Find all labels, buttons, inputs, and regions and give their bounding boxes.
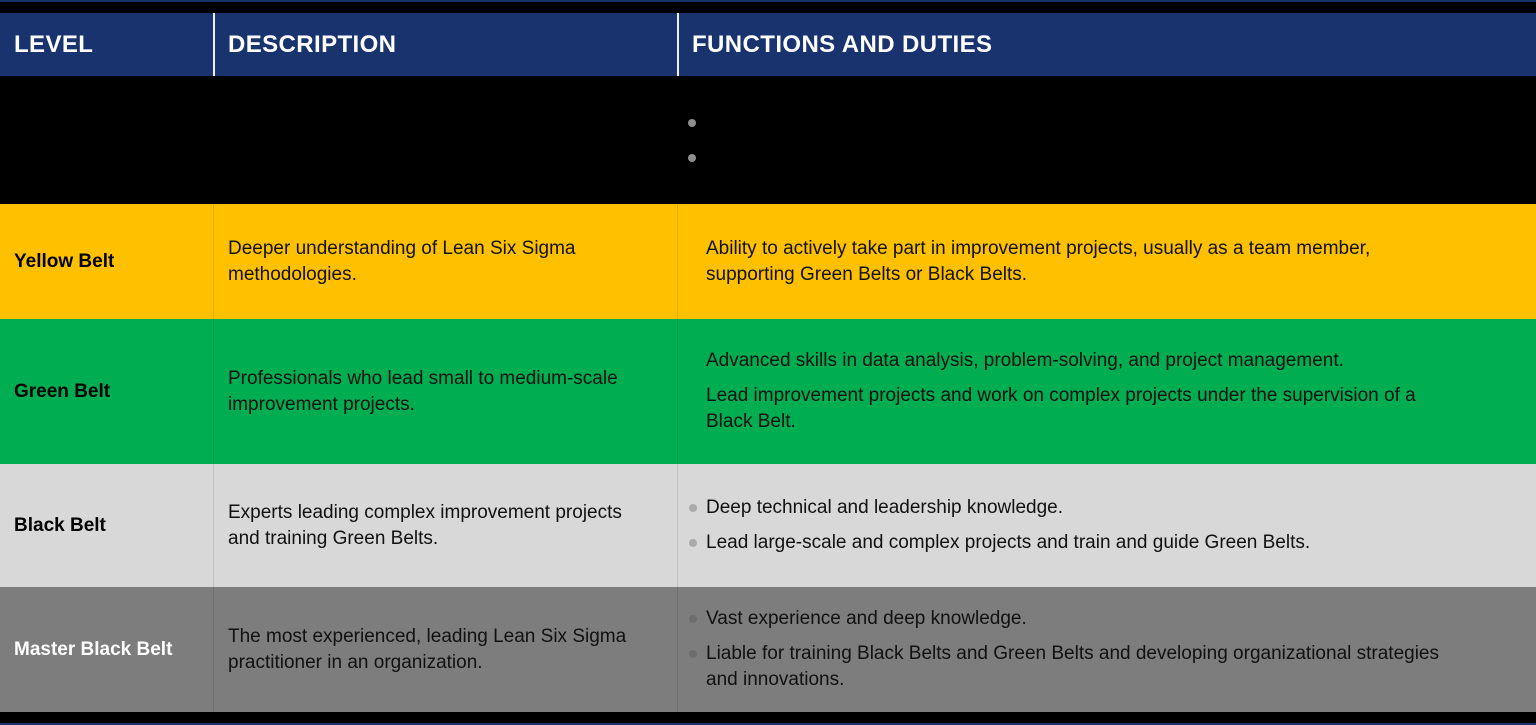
- bullet-icon: [688, 153, 696, 162]
- function-item: Lead large-scale and complex projects an…: [689, 530, 1502, 556]
- functions-cell: Vast experience and deep knowledge. Liabl…: [677, 587, 1536, 712]
- bullet-icon: [689, 504, 697, 512]
- description-cell: Deeper understanding of Lean Six Sigma m…: [213, 204, 677, 319]
- header-functions-and-duties: FUNCTIONS AND DUTIES: [677, 13, 1536, 76]
- level-label: Yellow Belt: [14, 250, 115, 272]
- level-cell: Master Black Belt: [0, 587, 213, 712]
- row-yellow-belt: Yellow Belt Deeper understanding of Lean …: [0, 204, 1536, 319]
- function-item: Lead improvement projects and work on co…: [706, 383, 1502, 435]
- level-cell: Black Belt: [0, 464, 213, 587]
- level-label: Black Belt: [14, 514, 106, 536]
- function-item: [688, 145, 1502, 171]
- description-text: Professionals who lead small to medium-s…: [228, 367, 618, 415]
- function-item: Vast experience and deep knowledge.: [689, 606, 1502, 632]
- header-level-label: LEVEL: [14, 30, 94, 58]
- header-description: DESCRIPTION: [213, 13, 677, 76]
- description-text: Experts leading complex improvement proj…: [228, 501, 622, 549]
- bullet-icon: [689, 650, 697, 658]
- description-text: Deeper understanding of Lean Six Sigma m…: [228, 237, 576, 285]
- table-header: LEVEL DESCRIPTION FUNCTIONS AND DUTIES: [0, 13, 1536, 76]
- bullet-icon: [689, 539, 697, 547]
- functions-cell: Deep technical and leadership knowledge.…: [677, 464, 1536, 587]
- function-text: Deep technical and leadership knowledge.: [706, 497, 1064, 518]
- description-cell: Experts leading complex improvement proj…: [213, 464, 677, 587]
- functions-cell: Ability to actively take part in improve…: [677, 204, 1536, 319]
- function-text: Liable for training Black Belts and Gree…: [706, 643, 1440, 690]
- row-master-black-belt: Master Black Belt The most experienced, l…: [0, 587, 1536, 712]
- functions-cell: [677, 76, 1536, 204]
- level-label: Master Black Belt: [14, 638, 173, 660]
- level-cell: Yellow Belt: [0, 204, 213, 319]
- function-item: Ability to actively take part in improve…: [706, 236, 1502, 288]
- function-text: Vast experience and deep knowledge.: [706, 608, 1027, 629]
- level-cell: Green Belt: [0, 319, 213, 464]
- function-item: [688, 110, 1502, 136]
- description-cell: The most experienced, leading Lean Six S…: [213, 587, 677, 712]
- bullet-icon: [689, 615, 697, 623]
- header-level: LEVEL: [0, 13, 213, 76]
- functions-cell: Advanced skills in data analysis, proble…: [677, 319, 1536, 464]
- row-black-belt: Black Belt Experts leading complex improv…: [0, 464, 1536, 587]
- level-cell: [0, 76, 213, 204]
- description-cell: [213, 76, 677, 204]
- bullet-icon: [688, 118, 696, 127]
- header-functions-label: FUNCTIONS AND DUTIES: [692, 30, 993, 58]
- function-text: Advanced skills in data analysis, proble…: [706, 350, 1344, 371]
- function-text: Ability to actively take part in improve…: [706, 237, 1371, 285]
- function-item: Deep technical and leadership knowledge.: [689, 495, 1502, 521]
- function-text: Lead improvement projects and work on co…: [706, 385, 1416, 432]
- function-item: Liable for training Black Belts and Gree…: [689, 641, 1502, 693]
- description-text: The most experienced, leading Lean Six S…: [228, 625, 627, 673]
- description-cell: Professionals who lead small to medium-s…: [213, 319, 677, 464]
- function-item: Advanced skills in data analysis, proble…: [706, 348, 1502, 374]
- function-text: Lead large-scale and complex projects an…: [706, 532, 1311, 553]
- row-hidden-belt: [0, 76, 1536, 204]
- header-description-label: DESCRIPTION: [228, 30, 397, 58]
- level-label: Green Belt: [14, 380, 111, 402]
- row-green-belt: Green Belt Professionals who lead small t…: [0, 319, 1536, 464]
- table-body: Yellow Belt Deeper understanding of Lean …: [0, 76, 1536, 712]
